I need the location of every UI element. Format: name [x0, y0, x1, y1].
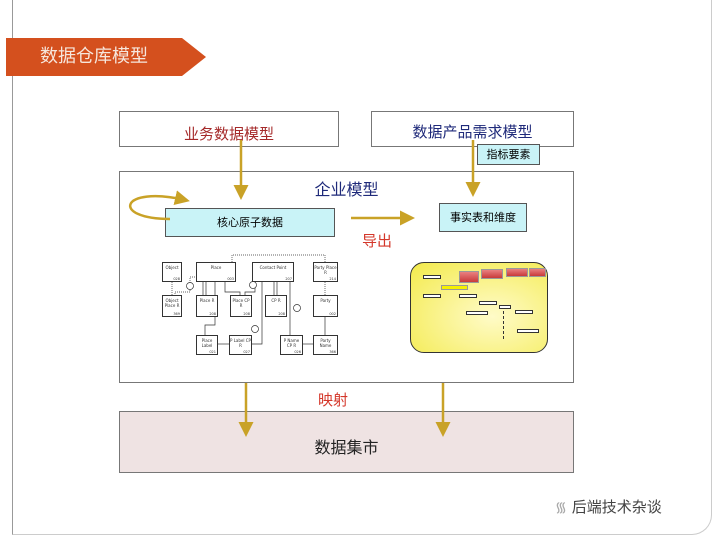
mini-entity: Object 028: [162, 262, 182, 282]
dim-link: [503, 311, 504, 339]
product-model-label: 数据产品需求模型: [412, 123, 533, 141]
mini-entity: Place R 208: [196, 295, 218, 317]
fact-dim-box: 事实表和维度: [439, 203, 527, 232]
export-label: 导出: [362, 232, 393, 250]
star-schema-diagram: [410, 262, 548, 353]
mini-entity-name: Place R: [199, 298, 215, 303]
mini-entity: P Label CP R 027: [229, 335, 252, 355]
mini-entity: P Name CP R 026: [280, 335, 303, 355]
mini-entity-id: 214: [329, 277, 336, 281]
slide-title: 数据仓库模型: [6, 38, 206, 76]
dim-item: [441, 285, 468, 290]
mini-entity-name: Object: [165, 265, 179, 270]
mini-entity: Contact Point 207: [252, 262, 294, 282]
mini-entity-id: 207: [285, 277, 292, 281]
fact-item: [459, 271, 479, 283]
dim-item: [517, 329, 539, 333]
dim-item: [423, 294, 441, 298]
mini-entity-name: Place: [210, 265, 222, 270]
mini-model-links: [171, 254, 326, 345]
mini-entity-id: 208: [278, 312, 285, 316]
business-model-box: 业务数据模型: [119, 111, 339, 147]
dim-item: [423, 275, 441, 279]
mini-entity-name: Party Place R: [314, 265, 337, 275]
mini-entity-name: Party Name: [319, 338, 332, 348]
mini-entity: Place 003: [196, 262, 236, 282]
mini-entity: CP R 208: [265, 295, 287, 317]
mini-entity: Place Label 021: [196, 335, 218, 355]
mini-entity-name: P Name CP R: [283, 338, 300, 348]
mini-entity: Party 002: [313, 295, 338, 317]
mini-entity: Object Place R 369: [162, 295, 182, 317]
mini-entity-name: Contact Point: [259, 265, 287, 270]
enterprise-model-label: 企业模型: [314, 180, 379, 199]
mini-entity-name: Party: [320, 298, 331, 303]
arrow-loop: [128, 190, 190, 221]
dim-item: [459, 294, 477, 298]
mini-entity-name: CP R: [271, 298, 281, 303]
fact-item: [506, 268, 528, 277]
mini-entity: Party Name 366: [313, 335, 338, 355]
business-model-label: 业务数据模型: [183, 125, 274, 143]
datamart-box: 数据集市: [119, 411, 574, 473]
mini-entity-name: Object Place R: [164, 298, 180, 308]
mini-entity: Place CP R 208: [230, 295, 252, 317]
mini-entity-id: 369: [173, 312, 180, 316]
mini-entity: Party Place R 214: [313, 262, 338, 282]
mini-entity-name: Place Label: [201, 338, 213, 348]
mini-entity-id: 366: [329, 350, 336, 354]
dim-item: [479, 301, 497, 305]
mini-entity-id: 026: [294, 350, 301, 354]
core-data-box: 核心原子数据: [165, 208, 335, 237]
mini-entity-id: 002: [329, 312, 336, 316]
mini-entity-id: 208: [209, 312, 216, 316]
mini-entity-id: 021: [209, 350, 216, 354]
dim-item: [499, 305, 511, 309]
mapping-label: 映射: [318, 391, 349, 409]
fact-item: [481, 269, 503, 279]
enterprise-model-box: [119, 171, 574, 383]
fact-item: [529, 268, 546, 277]
wechat-icon: ᯾: [555, 500, 567, 516]
mini-entity-id: 027: [243, 350, 250, 354]
mini-entity-id: 028: [173, 277, 180, 281]
mini-entity-id: 208: [243, 312, 250, 316]
watermark-text: 后端技术杂谈: [571, 498, 662, 516]
watermark: ᯾ 后端技术杂谈: [555, 496, 662, 517]
indicator-box: 指标要素: [477, 144, 540, 165]
mini-entity-name: P Label CP R: [230, 338, 251, 348]
datamart-label: 数据集市: [314, 438, 379, 457]
mini-entity-name: Place CP R: [232, 298, 250, 308]
dim-item: [515, 310, 533, 314]
mini-entity-id: 003: [227, 277, 234, 281]
dim-item: [466, 311, 488, 315]
slide-frame: [12, 0, 712, 535]
